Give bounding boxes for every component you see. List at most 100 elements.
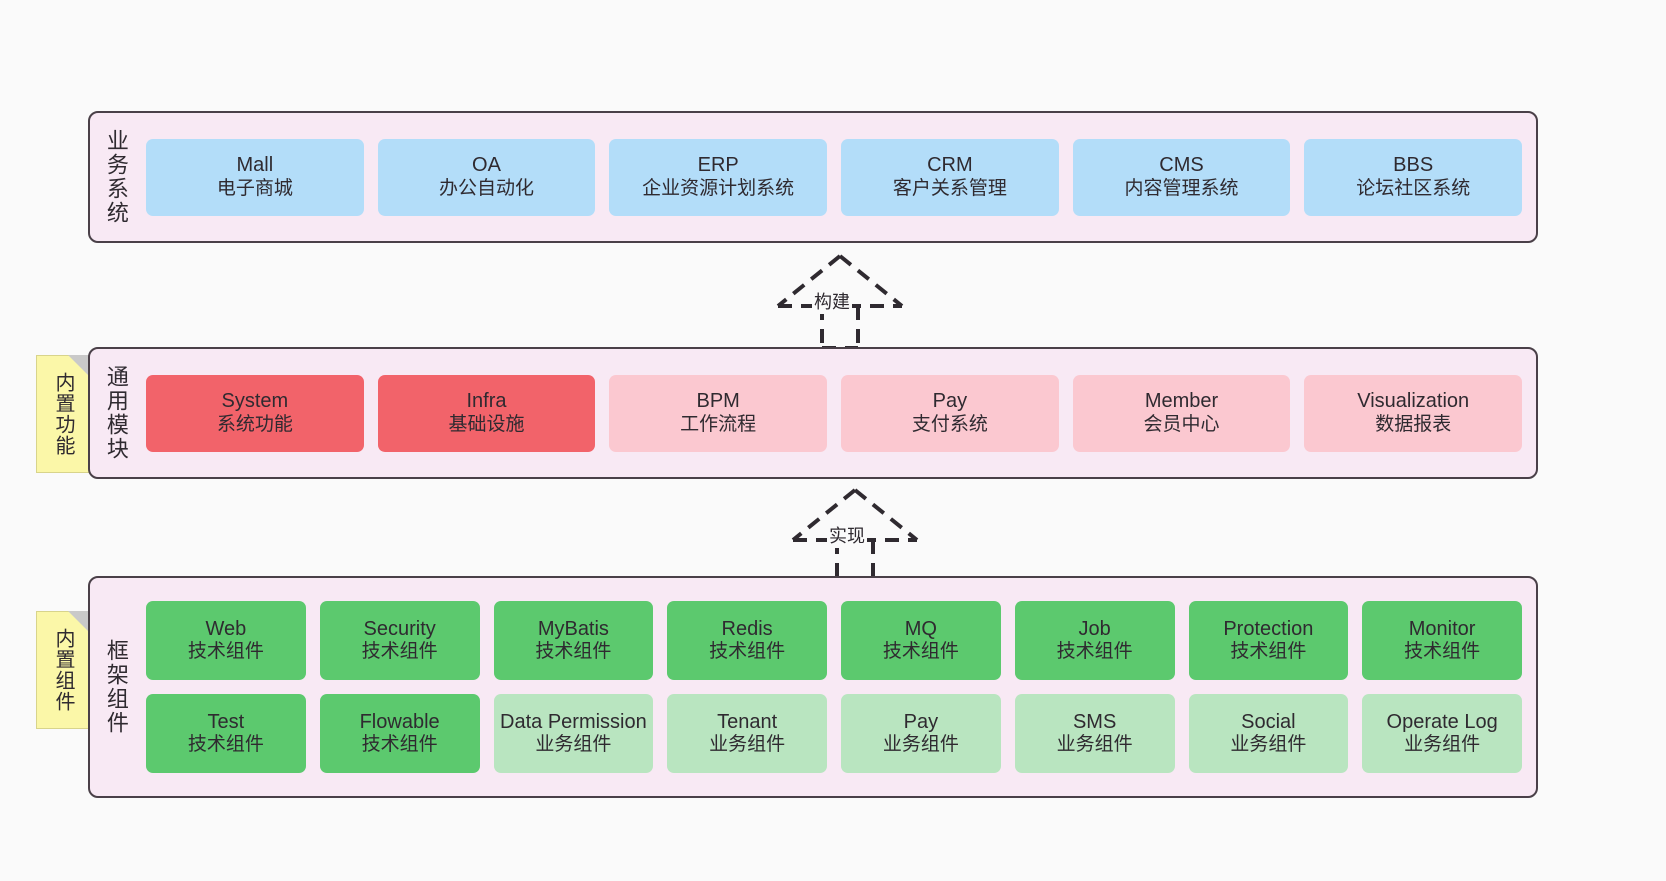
connector-implement: 实现: [775, 484, 935, 584]
connector-build: 构建: [760, 250, 920, 350]
card-mybatis[interactable]: MyBatis 技术组件: [493, 601, 654, 680]
card-social[interactable]: Social 业务组件: [1188, 694, 1349, 773]
card-pay-module[interactable]: Pay 支付系统: [841, 374, 1059, 452]
card-mall-name: Mall: [236, 154, 274, 177]
card-job[interactable]: Job 技术组件: [1014, 601, 1175, 680]
card-social-name: Social: [1241, 710, 1296, 733]
card-mq-desc: 技术组件: [882, 641, 959, 663]
card-crm-desc: 客户关系管理: [892, 177, 1007, 199]
card-infra-desc: 基础设施: [448, 413, 525, 435]
card-mall[interactable]: Mall 电子商城: [146, 138, 364, 216]
connector-implement-label: 实现: [827, 522, 867, 548]
card-flowable[interactable]: Flowable 技术组件: [319, 694, 480, 773]
layer-title-framework-components: 框架组件: [103, 639, 129, 735]
card-data-permission[interactable]: Data Permission 业务组件: [493, 694, 654, 773]
card-pay-component[interactable]: Pay 业务组件: [841, 694, 1001, 773]
card-redis[interactable]: Redis 技术组件: [667, 601, 827, 680]
card-pay-component-name: Pay: [903, 710, 939, 733]
layer-framework-components: 框架组件 Web 技术组件 Security 技术组件 MyBatis 技术组件…: [88, 576, 1538, 798]
card-oa-name: OA: [472, 154, 501, 177]
card-pay-module-name: Pay: [932, 390, 968, 413]
card-security-name: Security: [363, 617, 436, 640]
card-mall-desc: 电子商城: [216, 177, 293, 199]
card-member-name: Member: [1144, 390, 1219, 413]
card-data-permission-desc: 业务组件: [535, 734, 612, 756]
card-erp[interactable]: ERP 企业资源计划系统: [609, 138, 828, 216]
card-oa[interactable]: OA 办公自动化: [377, 138, 596, 216]
card-tenant[interactable]: Tenant 业务组件: [667, 694, 827, 773]
card-oa-desc: 办公自动化: [439, 177, 535, 199]
card-operate-log-desc: 业务组件: [1404, 734, 1481, 756]
card-sms[interactable]: SMS 业务组件: [1014, 694, 1175, 773]
card-pay-component-desc: 业务组件: [882, 734, 959, 756]
card-security-desc: 技术组件: [361, 641, 438, 663]
card-monitor-name: Monitor: [1408, 617, 1476, 640]
card-visualization-desc: 数据报表: [1375, 413, 1452, 435]
card-protection-desc: 技术组件: [1230, 641, 1307, 663]
business-systems-card-list: Mall 电子商城 OA 办公自动化 ERP 企业资源计划系统 CRM 客户关系…: [142, 113, 1536, 241]
card-flowable-desc: 技术组件: [361, 734, 438, 756]
card-sms-name: SMS: [1072, 710, 1117, 733]
card-redis-desc: 技术组件: [709, 641, 786, 663]
card-tenant-name: Tenant: [717, 710, 778, 733]
card-mybatis-name: MyBatis: [537, 617, 609, 640]
card-visualization[interactable]: Visualization 数据报表: [1304, 374, 1523, 452]
card-security[interactable]: Security 技术组件: [319, 601, 480, 680]
card-protection[interactable]: Protection 技术组件: [1188, 601, 1349, 680]
layer-business-systems: 业务系统 Mall 电子商城 OA 办公自动化 ERP 企业资源计划系统 CRM…: [88, 111, 1538, 243]
card-job-name: Job: [1078, 617, 1111, 640]
card-mq-name: MQ: [904, 617, 937, 640]
card-system-name: System: [221, 390, 289, 413]
layer-common-modules: 通用模块 System 系统功能 Infra 基础设施 BPM 工作流程 Pay…: [88, 347, 1538, 479]
card-flowable-name: Flowable: [359, 710, 440, 733]
card-crm-name: CRM: [927, 154, 973, 177]
card-crm[interactable]: CRM 客户关系管理: [841, 138, 1059, 216]
card-cms[interactable]: CMS 内容管理系统: [1072, 138, 1291, 216]
card-bpm-desc: 工作流程: [680, 413, 757, 435]
card-test-name: Test: [207, 710, 245, 733]
card-infra-name: Infra: [466, 390, 507, 413]
card-bbs-desc: 论坛社区系统: [1356, 177, 1471, 199]
connector-build-label: 构建: [812, 288, 852, 314]
card-tenant-desc: 业务组件: [709, 734, 786, 756]
card-bbs[interactable]: BBS 论坛社区系统: [1304, 138, 1523, 216]
card-erp-desc: 企业资源计划系统: [642, 177, 795, 199]
card-erp-name: ERP: [697, 154, 739, 177]
framework-row-business: Test 技术组件 Flowable 技术组件 Data Permission …: [146, 694, 1522, 773]
sticky-note-builtin-features: 内置功能: [36, 355, 90, 473]
card-visualization-name: Visualization: [1357, 390, 1470, 413]
card-web[interactable]: Web 技术组件: [146, 601, 306, 680]
card-infra[interactable]: Infra 基础设施: [377, 374, 596, 452]
card-bbs-name: BBS: [1393, 154, 1434, 177]
card-mq[interactable]: MQ 技术组件: [841, 601, 1001, 680]
framework-row-technical: Web 技术组件 Security 技术组件 MyBatis 技术组件 Redi…: [146, 601, 1522, 680]
card-system[interactable]: System 系统功能: [146, 374, 364, 452]
common-modules-card-list: System 系统功能 Infra 基础设施 BPM 工作流程 Pay 支付系统…: [142, 349, 1536, 477]
layer-title-business-systems: 业务系统: [103, 129, 129, 225]
card-system-desc: 系统功能: [216, 413, 293, 435]
card-operate-log-name: Operate Log: [1386, 710, 1498, 733]
card-redis-name: Redis: [721, 617, 773, 640]
layer-title-common-modules: 通用模块: [103, 365, 129, 461]
card-member-desc: 会员中心: [1143, 413, 1220, 435]
card-test[interactable]: Test 技术组件: [146, 694, 306, 773]
card-data-permission-name: Data Permission: [500, 710, 647, 733]
card-bpm[interactable]: BPM 工作流程: [609, 374, 828, 452]
card-cms-desc: 内容管理系统: [1124, 177, 1239, 199]
card-monitor[interactable]: Monitor 技术组件: [1362, 601, 1522, 680]
card-web-desc: 技术组件: [187, 641, 264, 663]
card-social-desc: 业务组件: [1230, 734, 1307, 756]
framework-components-grid: Web 技术组件 Security 技术组件 MyBatis 技术组件 Redi…: [142, 578, 1536, 796]
sticky-note-builtin-components: 内置组件: [36, 611, 90, 729]
card-member[interactable]: Member 会员中心: [1072, 374, 1291, 452]
card-operate-log[interactable]: Operate Log 业务组件: [1362, 694, 1522, 773]
card-sms-desc: 业务组件: [1056, 734, 1133, 756]
card-test-desc: 技术组件: [187, 734, 264, 756]
card-bpm-name: BPM: [696, 390, 740, 413]
card-web-name: Web: [205, 617, 247, 640]
card-job-desc: 技术组件: [1056, 641, 1133, 663]
card-pay-module-desc: 支付系统: [911, 413, 988, 435]
card-cms-name: CMS: [1159, 154, 1204, 177]
card-mybatis-desc: 技术组件: [535, 641, 612, 663]
